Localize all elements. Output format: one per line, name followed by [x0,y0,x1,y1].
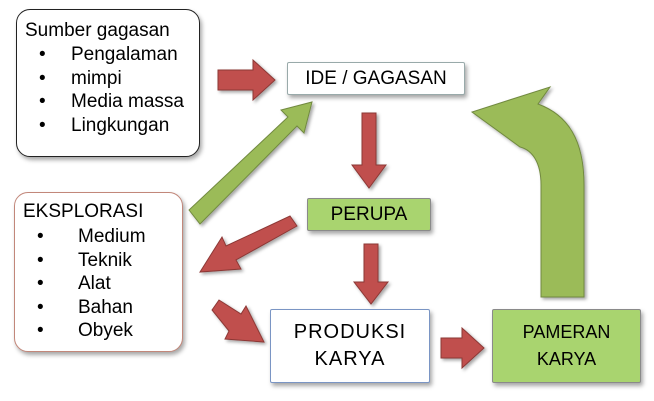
perupa-box: PERUPA [307,198,431,231]
sumber-gagasan-list: Pengalaman mimpi Media massa Lingkungan [25,43,199,137]
arrow-perupa-to-eksplorasi [199,215,298,273]
arrow-eksplorasi-to-ide [188,101,313,225]
produksi-line-1: PRODUKSI [293,321,407,343]
list-item: Pengalaman [25,43,199,67]
list-item: Teknik [23,249,182,273]
list-item: mimpi [25,67,199,91]
produksi-line-2: KARYA [314,348,386,370]
list-item: Bahan [23,296,182,320]
list-item: Alat [23,272,182,296]
pameran-line-2: KARYA [536,349,597,369]
arrow-ide-to-perupa [351,112,387,189]
eksplorasi-list: Medium Teknik Alat Bahan Obyek [23,225,182,343]
pameran-karya-box: PAMERAN KARYA [492,309,641,383]
arrow-eksplorasi-to-produksi [211,299,265,343]
eksplorasi-title: EKSPLORASI [23,201,144,222]
list-item: Media massa [25,90,199,114]
pameran-line-1: PAMERAN [522,322,611,342]
eksplorasi-box: EKSPLORASI Medium Teknik Alat Bahan Obye… [14,192,183,352]
ide-gagasan-box: IDE / GAGASAN [287,62,465,95]
arrow-sumber-to-ide [217,58,276,102]
produksi-karya-box: PRODUKSI KARYA [270,309,430,383]
list-item: Medium [23,225,182,249]
list-item: Obyek [23,319,182,343]
arrow-perupa-to-produksi [352,243,390,305]
arrow-produksi-to-pameran [440,326,485,370]
arrow-pameran-to-ide [470,86,585,298]
sumber-gagasan-title: Sumber gagasan [25,20,170,41]
sumber-gagasan-box: Sumber gagasan Pengalaman mimpi Media ma… [16,9,200,157]
list-item: Lingkungan [25,114,199,138]
